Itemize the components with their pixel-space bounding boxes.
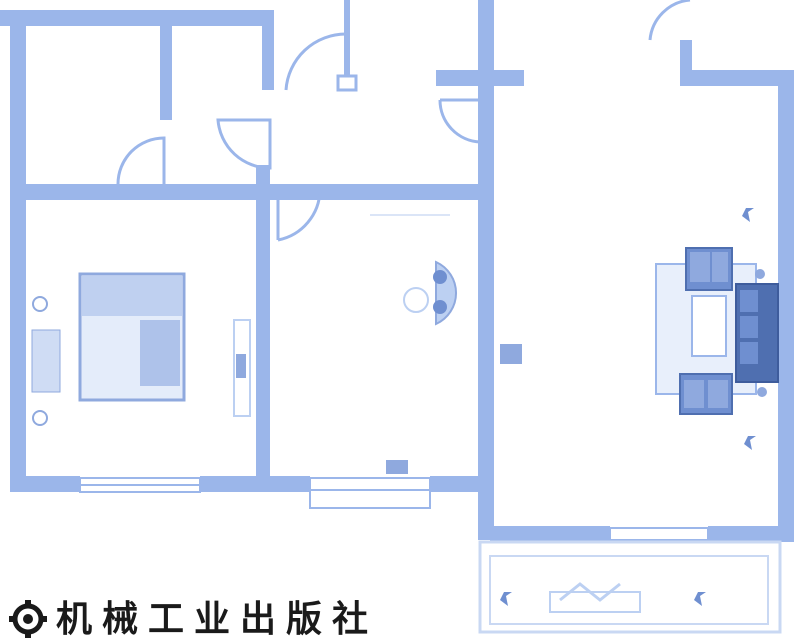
wall-top-left-vertical: [262, 10, 274, 90]
wall-top-right-left: [494, 70, 524, 86]
wall-right-outer: [778, 70, 794, 542]
wall-bottom-mid: [430, 476, 490, 492]
wall-top-center: [436, 70, 490, 86]
publisher-name: 机械工业出版社: [56, 598, 379, 640]
sofa-set: [500, 247, 779, 415]
door-top-right: [648, 0, 691, 41]
wall-left-outer: [10, 10, 26, 488]
door-center-lower: [277, 189, 322, 242]
wall-h-mid-left: [10, 184, 262, 200]
wall-v-center-left: [256, 165, 270, 488]
publisher-block: 机械工业出版社: [8, 598, 378, 640]
wall-top-left-divider: [160, 10, 172, 120]
wall-bottom-left: [10, 476, 80, 492]
wall-bottom-right-right: [708, 526, 794, 542]
window-right-bottom: [609, 527, 709, 541]
bed: [31, 272, 251, 426]
balcony: [478, 540, 782, 634]
wall-top-right-stub: [680, 40, 692, 76]
plants: [500, 208, 756, 606]
window-bottom-center: [309, 477, 431, 509]
door-corridor-top: [284, 32, 347, 91]
wall-top-left: [0, 10, 274, 26]
doors: [116, 0, 691, 242]
wall-h-mid-center: [262, 184, 480, 200]
wall-top-stub: [344, 0, 350, 76]
wall-top-right-right: [680, 70, 790, 86]
gear-logo-icon: [9, 600, 47, 638]
windows: [79, 477, 709, 541]
walls: [0, 0, 794, 542]
door-right-entry: [438, 99, 481, 144]
door-small-room: [116, 136, 166, 185]
wall-v-center-right: [478, 0, 494, 540]
door-center-left: [216, 118, 272, 170]
wall-bottom-left-b: [200, 476, 310, 492]
dining-table: [370, 214, 457, 474]
wall-bottom-right-left: [490, 526, 610, 542]
